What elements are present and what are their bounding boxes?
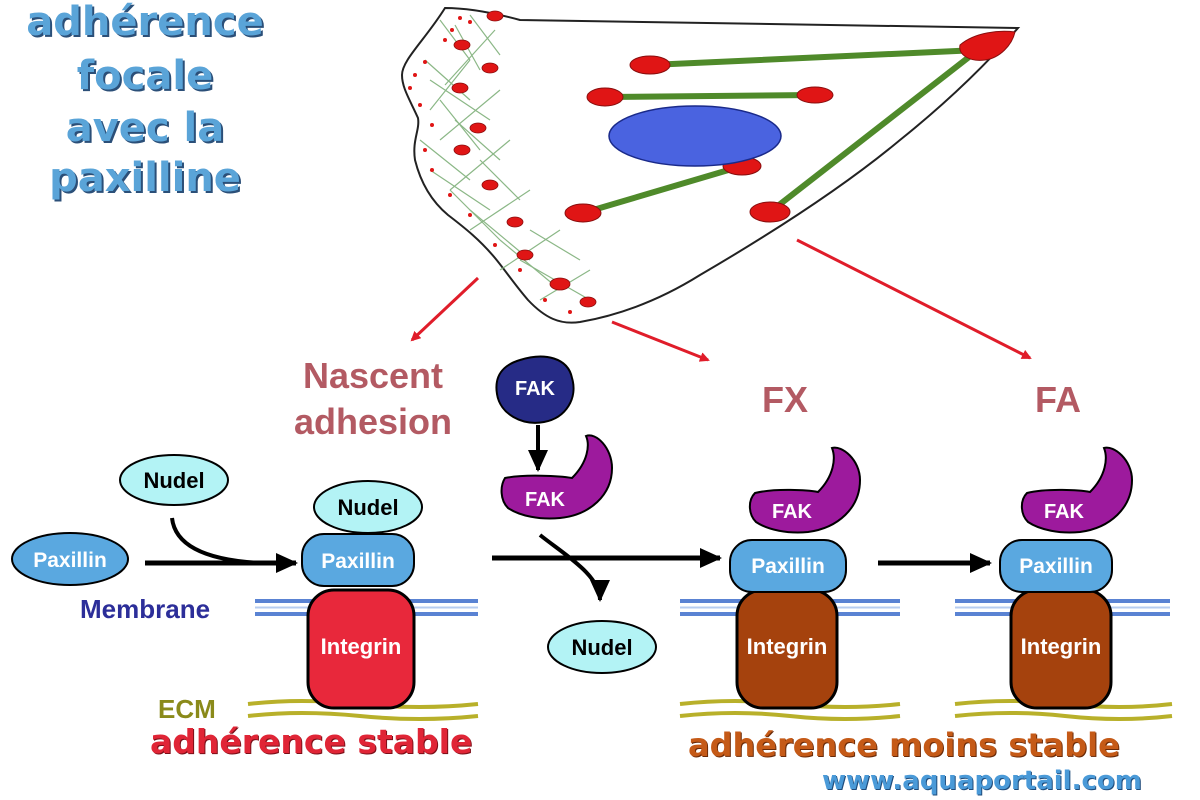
focal-complexes (451, 10, 597, 308)
arrow-nudel-join (170, 517, 261, 565)
cell (400, 6, 1021, 324)
label-nascent-line1: Nascent (303, 355, 443, 396)
paxillin-label-3: Paxillin (751, 555, 825, 578)
caption-less-stable: adhérence moins stable (688, 726, 1120, 764)
stress-fibers (580, 47, 981, 216)
integrin-label-1: Integrin (321, 634, 402, 659)
fak-active-3: FAK (1020, 446, 1134, 534)
arrow-to-fx (611, 320, 710, 362)
integrin-label-3: Integrin (1021, 634, 1102, 659)
nascent-adhesion-dots (408, 16, 592, 314)
arrow-to-nascent (410, 276, 480, 342)
paxillin-fa: Paxillin (999, 539, 1113, 593)
nudel-free: Nudel (119, 454, 229, 506)
integrin-fa: Integrin (1009, 588, 1113, 710)
nudel-released: Nudel (547, 620, 657, 674)
nudel-nascent: Nudel (313, 480, 423, 534)
caption-stable: adhérence stable (150, 722, 473, 761)
fak-inactive: FAK (495, 355, 575, 424)
fak-label-inactive: FAK (515, 378, 556, 400)
label-ecm: ECM (158, 694, 216, 724)
label-fx: FX (762, 379, 808, 420)
paxillin-nascent: Paxillin (301, 533, 415, 587)
fak-label-3: FAK (1044, 501, 1085, 523)
paxillin-fx: Paxillin (729, 539, 847, 593)
black-arrows (145, 425, 992, 602)
label-nascent-line2: adhesion (294, 401, 452, 442)
fak-active-2: FAK (748, 446, 862, 534)
title-line-3: avec la (65, 105, 225, 151)
paxillin-label-1: Paxillin (33, 549, 107, 572)
paxillin-free: Paxillin (11, 532, 129, 586)
arrow-nudel-release (538, 533, 610, 602)
fak-label-2: FAK (772, 501, 813, 523)
label-fa: FA (1035, 379, 1081, 420)
integrin-nascent: Integrin (306, 588, 416, 710)
fak-active-1: FAK (500, 434, 614, 520)
watermark: www.aquaportail.com (822, 766, 1142, 796)
title-line-1: adhérence (26, 0, 264, 45)
red-arrows (410, 238, 1032, 362)
paxillin-label-4: Paxillin (1019, 555, 1093, 578)
paxillin-label-2: Paxillin (321, 550, 395, 573)
arrow-to-fa (796, 238, 1032, 360)
actin-meshwork (419, 14, 591, 301)
nudel-label-3: Nudel (571, 635, 632, 660)
title-line-2: focale (76, 53, 214, 99)
integrin-label-2: Integrin (747, 634, 828, 659)
nudel-label-2: Nudel (337, 495, 398, 520)
nucleus (608, 105, 782, 167)
fak-label-1: FAK (525, 489, 566, 511)
label-membrane: Membrane (80, 594, 210, 624)
nudel-label-1: Nudel (143, 468, 204, 493)
title-line-4: paxilline (49, 155, 241, 201)
integrin-fx: Integrin (735, 588, 839, 710)
